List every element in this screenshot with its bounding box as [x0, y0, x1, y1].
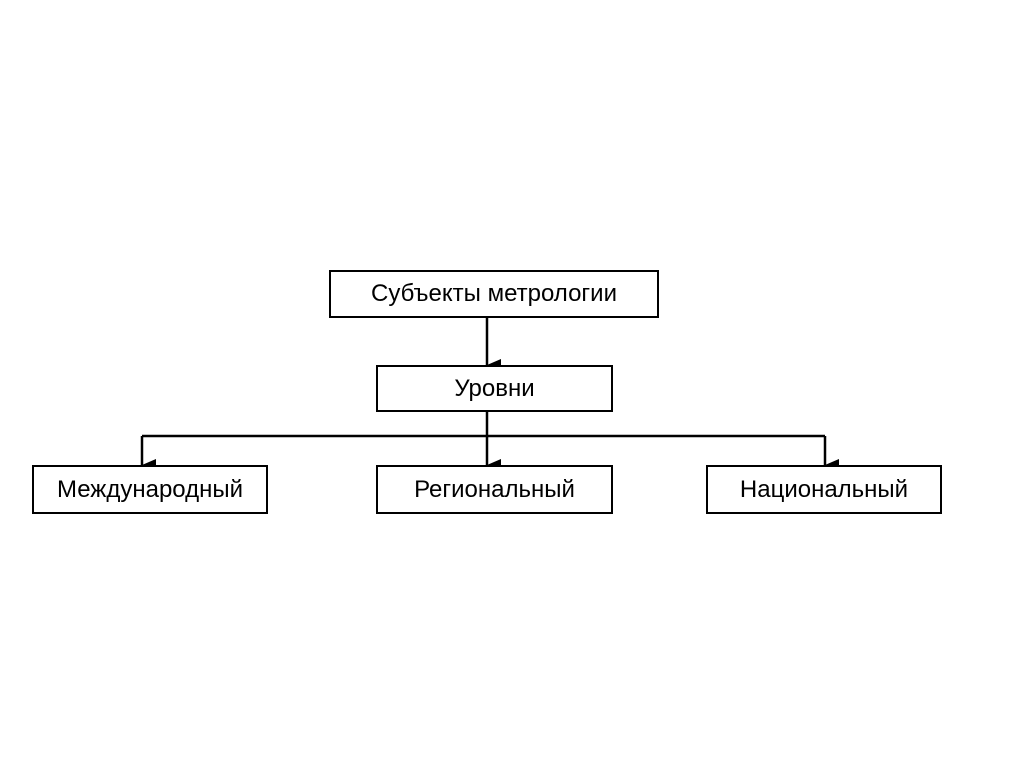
node-metrology-subjects: Субъекты метрологии	[329, 270, 659, 318]
node-levels: Уровни	[376, 365, 613, 412]
node-regional: Региональный	[376, 465, 613, 514]
node-international: Международный	[32, 465, 268, 514]
node-national: Национальный	[706, 465, 942, 514]
